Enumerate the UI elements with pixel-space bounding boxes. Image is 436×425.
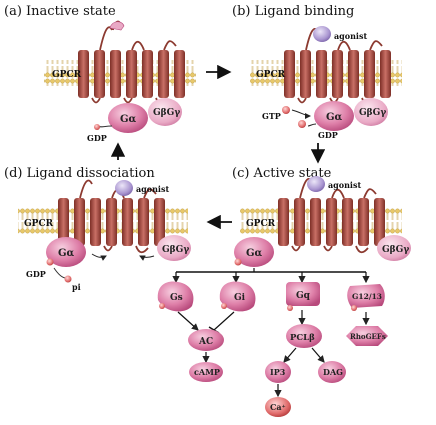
gdp-tail — [97, 125, 113, 128]
dag-label: DAG — [323, 367, 343, 377]
gq-label: Gq — [296, 291, 311, 301]
receptor-helices — [78, 20, 185, 106]
ip3-label: IP3 — [270, 367, 286, 377]
gq-node — [286, 282, 320, 306]
pi-ball — [64, 275, 72, 283]
gdp-label: GDP — [318, 130, 338, 140]
agonist-ligand — [307, 176, 325, 192]
agonist-ligand — [115, 180, 133, 196]
pi-tail — [53, 267, 67, 279]
agonist-label: agonist — [334, 31, 367, 41]
gs-label: Gs — [170, 293, 183, 303]
g-alpha-label: Gα — [326, 112, 343, 123]
g-alpha-label: Gα — [120, 114, 137, 125]
g-beta-gamma-return-arrow — [139, 255, 155, 261]
rhogef-label: RhoGEFs — [350, 332, 386, 341]
receptor-helices — [284, 28, 391, 106]
g-beta-gamma-protein — [377, 235, 411, 261]
panel-c-title: (c) Active state — [232, 166, 332, 181]
rhogef-node — [346, 326, 388, 346]
agonist-ligand — [313, 26, 331, 42]
g-alpha-return-arrow — [91, 253, 107, 261]
panel-b: agonist GPCR Gα GβGγ GTP GDP — [250, 26, 402, 140]
ca-node — [265, 397, 291, 417]
plc-node — [286, 324, 322, 348]
g-beta-gamma-protein — [157, 235, 191, 261]
receptor-helices — [278, 177, 385, 254]
agonist-label: agonist — [136, 184, 169, 194]
camp-label: cAMP — [194, 367, 220, 377]
g-beta-gamma-label: GβGγ — [153, 108, 180, 118]
effector-tree: Gs Gi Gq G12/13 AC PCLβ RhoGEFs cAMP — [157, 268, 388, 417]
camp-node — [189, 362, 223, 382]
gdp-label: GDP — [26, 269, 46, 279]
g-beta-gamma-protein — [354, 98, 388, 126]
gtp-ball — [282, 106, 290, 114]
g1213-label: G12/13 — [352, 292, 382, 301]
g-alpha-protein — [234, 237, 274, 267]
ac-node — [188, 329, 224, 351]
gs-node — [157, 281, 194, 312]
g-alpha-protein — [108, 103, 148, 133]
ca-label: Ca⁺ — [270, 402, 286, 412]
g1213-node — [347, 284, 385, 308]
gi-node — [219, 281, 256, 312]
g-beta-gamma-label: GβGγ — [382, 245, 409, 255]
panel-d-title: (d) Ligand dissociation — [4, 166, 155, 181]
pi-label: pi — [72, 282, 81, 292]
gdp-label: GDP — [87, 133, 107, 143]
panel-c: agonist GPCR Gα GβGγ — [234, 176, 411, 267]
gtp-ball — [234, 258, 242, 266]
gdp-ball — [298, 120, 306, 128]
gpcr-label: GPCR — [246, 219, 276, 229]
gdp-outgoing-arrow — [307, 123, 317, 127]
gpcr-label: GPCR — [24, 219, 54, 229]
gtp-label: GTP — [262, 111, 281, 121]
gpcr-label: GPCR — [256, 70, 286, 80]
g-beta-gamma-protein — [148, 98, 182, 126]
gpcr-label: GPCR — [52, 70, 82, 80]
gtp-incoming-arrow — [291, 109, 311, 119]
gi-label: Gi — [234, 293, 246, 303]
dag-node — [318, 361, 346, 383]
g-alpha-label: Gα — [246, 248, 263, 259]
gi-inhibits-ac — [213, 311, 235, 331]
receptor-pocket — [109, 21, 125, 31]
panel-b-title: (b) Ligand binding — [232, 4, 355, 19]
panel-d: agonist GPCR Gα GβGγ GDP pi — [18, 179, 191, 292]
g-beta-gamma-label: GβGγ — [359, 108, 386, 118]
g-alpha-protein — [46, 237, 86, 267]
ac-label: AC — [198, 337, 213, 347]
gdp-ball — [94, 124, 100, 130]
ip3-node — [265, 361, 291, 383]
panel-a: GPCR Gα GβGγ GDP — [44, 20, 196, 143]
receptor-helices — [58, 179, 165, 254]
g-alpha-label: Gα — [58, 248, 75, 259]
panel-a-title: (a) Inactive state — [4, 4, 116, 19]
g-beta-gamma-label: GβGγ — [162, 245, 189, 255]
plc-label: PCLβ — [290, 333, 315, 343]
agonist-label: agonist — [328, 180, 361, 190]
g-alpha-protein — [314, 101, 354, 131]
gdp-ball — [46, 258, 54, 266]
